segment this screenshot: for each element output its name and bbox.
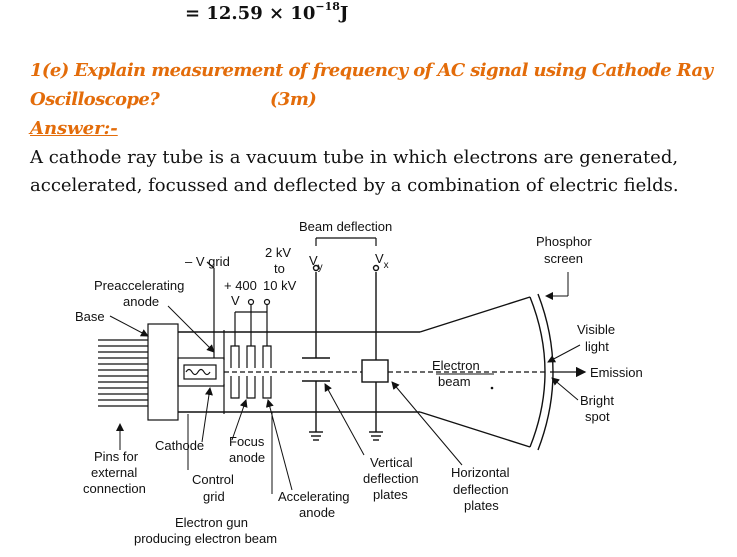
label-electron: Electron xyxy=(432,358,480,373)
label-connection: connection xyxy=(83,481,146,496)
label-vy: Vy xyxy=(309,253,323,273)
label-minus-v-grid: – V grid xyxy=(185,254,230,269)
pointer-lines xyxy=(109,272,581,494)
label-bright: Bright xyxy=(580,393,614,408)
label-plus-400: + 400 xyxy=(224,278,257,293)
base-pins xyxy=(98,323,179,421)
label-external: external xyxy=(91,465,137,480)
cathode-grid xyxy=(177,330,225,414)
label-vertical: Vertical xyxy=(370,455,413,470)
label-focus-anode: anode xyxy=(229,450,265,465)
label-producing-beam: producing electron beam xyxy=(134,531,277,546)
vertical-plates xyxy=(302,264,330,441)
label-control: Control xyxy=(192,472,234,487)
equation-unit: J xyxy=(339,3,349,24)
label-phosphor: Phosphor xyxy=(536,234,592,249)
label-emission: Emission xyxy=(590,365,643,380)
question-line-2: Oscilloscope? xyxy=(30,89,160,110)
horizontal-plates xyxy=(361,264,389,441)
label-vertical-deflection: deflection xyxy=(363,471,419,486)
label-base: Base xyxy=(75,309,105,324)
label-preaccelerating-anode: anode xyxy=(123,294,159,309)
paragraph-line-1: A cathode ray tube is a vacuum tube in w… xyxy=(30,147,679,168)
label-accelerating-anode: anode xyxy=(299,505,335,520)
label-light: light xyxy=(585,339,609,354)
equation-exponent: −18 xyxy=(315,0,340,13)
energy-equation: = 12.59 × 10−18J xyxy=(185,0,349,24)
label-screen: screen xyxy=(544,251,583,266)
beam-deflection-bracket xyxy=(315,237,377,246)
label-10kv: 10 kV xyxy=(263,278,297,293)
vy-main: V xyxy=(309,253,318,268)
label-vertical-plates: plates xyxy=(373,487,408,502)
label-cathode: Cathode xyxy=(155,438,204,453)
paragraph-line-2: accelerated, focussed and deflected by a… xyxy=(30,175,679,196)
vy-subscript: y xyxy=(318,262,323,273)
label-horizontal-plates: plates xyxy=(464,498,499,513)
label-electron-gun: Electron gun xyxy=(175,515,248,530)
equation-main: = 12.59 × 10 xyxy=(185,3,316,24)
answer-label: Answer:- xyxy=(30,118,118,139)
label-beam-deflection: Beam deflection xyxy=(299,219,392,234)
label-to: to xyxy=(274,261,285,276)
anodes xyxy=(206,261,272,399)
label-preaccelerating: Preaccelerating xyxy=(94,278,184,293)
vx-subscript: x xyxy=(384,260,389,271)
question-marks: (3m) xyxy=(270,89,317,110)
label-focus: Focus xyxy=(229,434,265,449)
label-v: V xyxy=(231,293,240,308)
label-spot: spot xyxy=(585,409,610,424)
label-vx: Vx xyxy=(375,251,389,271)
label-horizontal: Horizontal xyxy=(451,465,510,480)
label-pins-for: Pins for xyxy=(94,449,139,464)
label-horizontal-deflection: deflection xyxy=(453,482,509,497)
label-beam: beam xyxy=(438,374,471,389)
vx-main: V xyxy=(375,251,384,266)
label-visible: Visible xyxy=(577,322,615,337)
label-2kv: 2 kV xyxy=(265,245,291,260)
label-grid: grid xyxy=(203,489,225,504)
label-accelerating: Accelerating xyxy=(278,489,350,504)
question-line-1: 1(e) Explain measurement of frequency of… xyxy=(30,60,713,81)
